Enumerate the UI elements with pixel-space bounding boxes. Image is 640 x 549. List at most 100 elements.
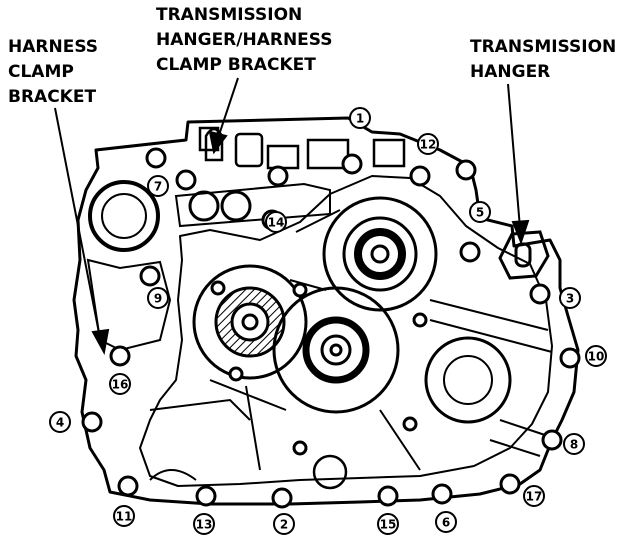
bracket-block — [306, 138, 350, 170]
callout-circle — [469, 201, 491, 223]
bolt-callout-16: 16 — [109, 373, 131, 395]
callout-number: 4 — [56, 416, 64, 430]
gear-lc-inner — [320, 334, 352, 366]
bolt-hole — [459, 241, 481, 263]
gear-left — [192, 264, 308, 380]
bolt-hole — [559, 347, 581, 369]
bolt-callout-17: 17 — [523, 485, 545, 507]
differential-center — [443, 355, 493, 405]
case-outline — [72, 116, 580, 506]
rib-3 — [499, 419, 549, 437]
gear-lc-bearing — [302, 316, 370, 384]
bolt-callout-6: 6 — [435, 511, 457, 533]
callout-number: 7 — [154, 180, 162, 194]
callout-circle — [49, 411, 71, 433]
rib-upper — [295, 209, 341, 233]
callout-number: 8 — [570, 438, 578, 452]
bell-housing-outer-ring — [88, 180, 160, 252]
bolt-hole — [402, 416, 418, 432]
bolt-callout-15: 15 — [377, 513, 399, 535]
bolt-hole — [409, 165, 431, 187]
callout-circle — [435, 511, 457, 533]
differential-area — [424, 299, 553, 457]
bolt-hole — [499, 473, 521, 495]
callout-circle — [113, 505, 135, 527]
rib-vert — [245, 385, 261, 471]
leader-line-transmission-hanger — [507, 83, 521, 229]
bolt-hole — [431, 483, 453, 505]
hanger-plate — [498, 230, 550, 280]
bolt-callout-9: 9 — [147, 287, 169, 309]
bracket-rail — [174, 182, 331, 228]
transmission-hanger-part — [498, 230, 550, 280]
left-bracket-region — [86, 258, 172, 352]
label-harness-clamp-bracket: HARNESS CLAMP BRACKET — [8, 37, 98, 107]
bolt-hole — [377, 485, 399, 507]
bolt-callout-4: 4 — [49, 411, 71, 433]
bolt-callout-3: 3 — [559, 287, 581, 309]
rib-2 — [429, 319, 553, 353]
gear-upper-right — [322, 196, 438, 312]
boss-left — [188, 190, 220, 222]
callout-circle — [193, 513, 215, 535]
bracket-slot-left — [198, 126, 220, 152]
callout-number: 17 — [526, 490, 543, 504]
gear-l-hub — [241, 313, 259, 331]
bolt-hole — [529, 283, 551, 305]
bolt-hole — [109, 345, 131, 367]
rib-low-right — [379, 409, 421, 471]
bolt-hole — [292, 440, 308, 456]
bolt-holes — [81, 147, 581, 509]
bolt-hole — [145, 147, 167, 169]
callout-circle — [349, 107, 371, 129]
callout-circle — [265, 211, 287, 233]
bolt-hole — [267, 165, 289, 187]
bracket-plate — [266, 144, 300, 170]
label-harness-line-3: BRACKET — [8, 87, 96, 107]
callout-circle — [109, 373, 131, 395]
bolt-hole — [139, 265, 161, 287]
differential-ring — [424, 336, 512, 424]
bracket-tab — [234, 132, 264, 168]
bolt-callout-1: 1 — [349, 107, 371, 129]
label-thhcb-line-3: CLAMP BRACKET — [156, 55, 316, 75]
gear-ur-middle — [342, 216, 418, 292]
label-th-line-2: HANGER — [470, 62, 550, 82]
hanger-eye — [514, 242, 532, 268]
sensor-housing — [372, 138, 406, 168]
drain-boss — [312, 454, 348, 490]
callout-number: 3 — [566, 292, 574, 306]
bolt-hole — [228, 366, 244, 382]
bolt-hole — [412, 312, 428, 328]
callout-circle — [273, 513, 295, 535]
callout-circle — [417, 133, 439, 155]
bolt-hole — [341, 153, 363, 175]
bolt-callout-5: 5 — [469, 201, 491, 223]
callout-circle — [559, 287, 581, 309]
label-thhcb-line-2: HANGER/HARNESS — [156, 30, 333, 50]
bolt-hole — [117, 475, 139, 497]
case-ribs — [149, 209, 421, 490]
leader-line-hanger-bracket — [217, 77, 239, 139]
rib-bottom-left — [149, 398, 251, 421]
bolt-callout-8: 8 — [563, 433, 585, 455]
bottom-spring — [149, 469, 197, 481]
callout-number: 5 — [476, 206, 484, 220]
gear-lc-outer — [272, 286, 400, 414]
bolt-callout-7: 7 — [147, 175, 169, 197]
bell-housing — [86, 180, 172, 352]
bolt-hole — [292, 282, 308, 298]
bolt-hole — [81, 411, 103, 433]
callout-number: 11 — [116, 510, 133, 524]
callout-number: 10 — [588, 350, 605, 364]
bolt-hole — [210, 280, 226, 296]
bracket-hook — [204, 127, 224, 162]
bolt-callout-10: 10 — [585, 345, 607, 367]
callout-number: 14 — [268, 216, 285, 230]
rib-mid — [289, 279, 327, 291]
gear-l-inner — [230, 302, 270, 342]
bolt-hole — [195, 485, 217, 507]
callout-number: 1 — [356, 112, 364, 126]
